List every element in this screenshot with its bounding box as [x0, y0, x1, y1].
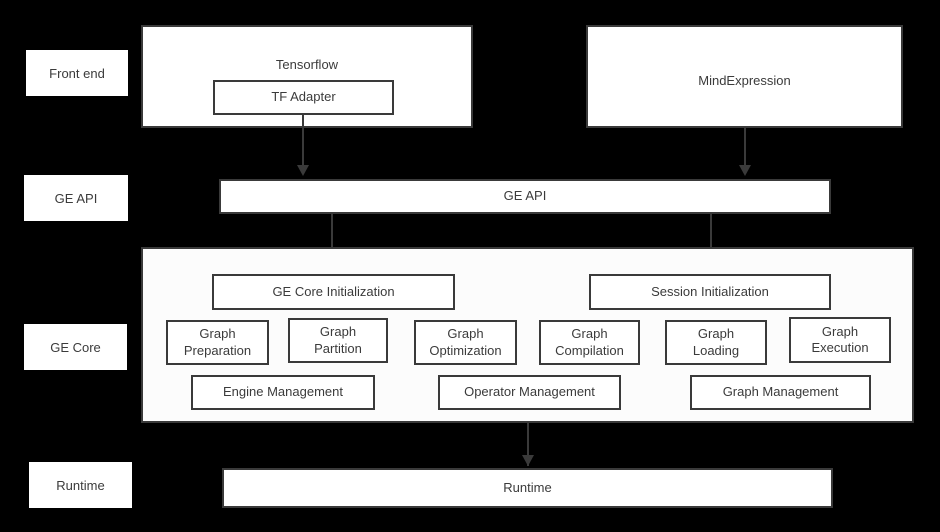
graph-loading-box[interactable]: Graph Loading	[665, 320, 767, 365]
ge-api-bar-label: GE API	[503, 188, 547, 204]
graph-optimization-label: Graph Optimization	[429, 326, 502, 358]
graph-preparation-label: Graph Preparation	[183, 326, 252, 358]
graph-partition-label: Graph Partition	[314, 324, 362, 356]
session-initialization-label: Session Initialization	[651, 283, 769, 299]
connector-ge-core-to-runtime-line	[527, 423, 529, 466]
graph-optimization-box[interactable]: Graph Optimization	[414, 320, 517, 365]
graph-compilation-box[interactable]: Graph Compilation	[539, 320, 640, 365]
connector-mindexpression-to-ge-api-arrowhead	[739, 165, 751, 176]
runtime-bar[interactable]: Runtime	[222, 468, 833, 508]
connector-tf-adapter-to-ge-api-arrowhead	[297, 165, 309, 176]
graph-loading-label: Graph Loading	[692, 326, 740, 358]
mindexpression-title: MindExpression	[698, 73, 791, 88]
tensorflow-title: Tensorflow	[275, 57, 339, 72]
stage-label-runtime: Runtime	[29, 462, 132, 508]
stage-label-runtime-text: Runtime	[56, 477, 105, 493]
graph-partition-box[interactable]: Graph Partition	[288, 318, 388, 363]
engine-management-label: Engine Management	[223, 384, 343, 400]
runtime-bar-label: Runtime	[503, 479, 552, 495]
stage-label-ge-api: GE API	[24, 175, 128, 221]
stage-label-ge-core: GE Core	[24, 324, 127, 370]
operator-management-box[interactable]: Operator Management	[438, 375, 621, 410]
stage-label-front-end: Front end	[26, 50, 128, 96]
graph-preparation-box[interactable]: Graph Preparation	[166, 320, 269, 365]
tf-adapter-box[interactable]: TF Adapter	[213, 80, 394, 115]
graph-management-box[interactable]: Graph Management	[690, 375, 871, 410]
ge-api-bar[interactable]: GE API	[219, 179, 831, 214]
ge-core-initialization-box[interactable]: GE Core Initialization	[212, 274, 455, 310]
engine-management-box[interactable]: Engine Management	[191, 375, 375, 410]
connector-ge-api-to-ge-core-init-line	[331, 214, 333, 264]
stage-label-ge-api-text: GE API	[54, 190, 98, 206]
graph-compilation-label: Graph Compilation	[555, 326, 624, 358]
operator-management-label: Operator Management	[464, 384, 595, 400]
connector-ge-api-to-session-init-line	[710, 214, 712, 264]
connector-mindexpression-to-ge-api-line	[744, 128, 746, 167]
connector-ge-core-to-runtime-arrowhead	[522, 455, 534, 466]
ge-core-initialization-label: GE Core Initialization	[272, 283, 395, 299]
graph-execution-box[interactable]: Graph Execution	[789, 317, 891, 363]
session-initialization-box[interactable]: Session Initialization	[589, 274, 831, 310]
connector-tf-adapter-to-ge-api-line	[302, 115, 304, 167]
tf-adapter-label: TF Adapter	[271, 89, 336, 105]
mindexpression-panel: MindExpression	[586, 25, 903, 128]
graph-execution-label: Graph Execution	[811, 323, 869, 355]
graph-management-label: Graph Management	[722, 384, 839, 400]
stage-label-ge-core-text: GE Core	[50, 339, 101, 355]
stage-label-front-end-text: Front end	[49, 65, 105, 81]
